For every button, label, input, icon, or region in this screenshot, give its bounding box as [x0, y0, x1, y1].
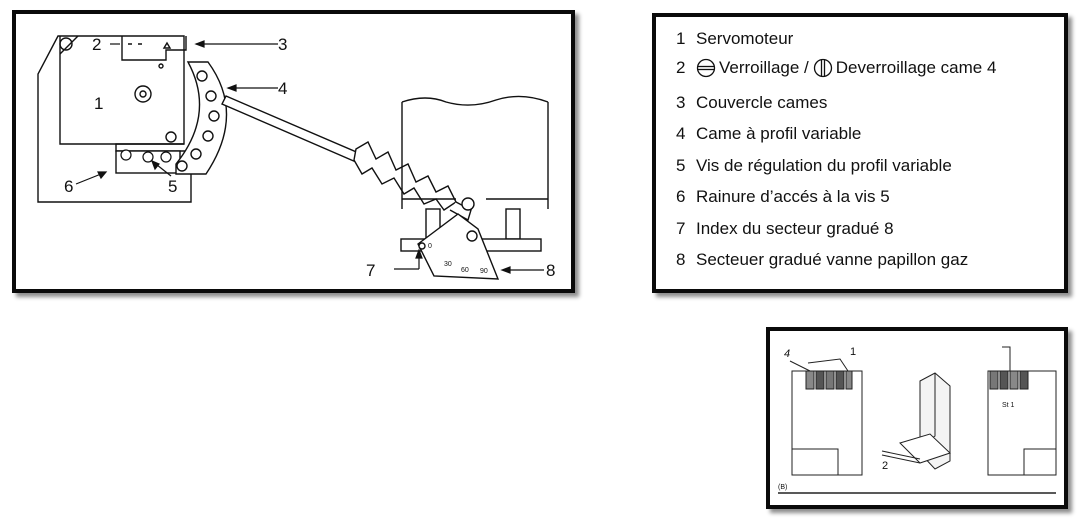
bracket: [881, 372, 951, 470]
scale-60-label: 60: [461, 267, 469, 274]
legend-item-3: 3 Couvercle cames: [676, 93, 827, 113]
label-8: 8: [546, 261, 555, 280]
legend-unlock-text: Deverroillage came 4: [835, 58, 997, 77]
label-4: 4: [278, 79, 287, 98]
legend-item-5: 5 Vis de régulation du profil variable: [676, 156, 952, 176]
label-2: 2: [92, 35, 101, 54]
leader-lines: [75, 40, 544, 274]
legend-item-1: 1 Servomoteur: [676, 29, 793, 49]
legend-lock-text: Verroillage /: [719, 58, 809, 77]
legend-panel: 1 Servomoteur 2 Verroillage / Deverroill…: [652, 13, 1068, 293]
graduated-sector: [417, 213, 500, 280]
legend-number: 3: [676, 93, 686, 112]
legend-item-2: 2 Verroillage / Deverroillage came 4: [676, 58, 996, 78]
actuator-diagram-panel: 0 30 60 90 1 2 3 4 5 6 7 8: [12, 10, 575, 293]
legend-text: Couvercle cames: [696, 93, 828, 112]
legend-text: Rainure d’accés à la vis 5: [696, 187, 890, 206]
cam-screw: [205, 90, 217, 102]
lock-circle-icon: [696, 58, 716, 78]
label-6: 6: [64, 177, 73, 196]
left-block: [789, 358, 863, 476]
legend-text: Index du secteur gradué 8: [696, 219, 894, 238]
legend-text: Secteuer gradué vanne papillon gaz: [696, 250, 969, 269]
cam-screw: [196, 70, 208, 82]
regulation-screws: [120, 149, 172, 163]
legend-item-4: 4 Came à profil variable: [676, 124, 861, 144]
legend-text: Servomoteur: [696, 29, 794, 48]
label-3: 3: [278, 35, 287, 54]
right-block: [987, 346, 1057, 476]
unlock-circle-icon: [813, 58, 833, 78]
inset-label-2: 2: [882, 460, 888, 472]
label-7: 7: [366, 261, 375, 280]
variable-cam: [175, 61, 228, 175]
scale-30-label: 30: [444, 261, 452, 268]
legend-number: 2: [676, 58, 686, 77]
label-5: 5: [168, 177, 177, 196]
cam-screw: [190, 148, 202, 160]
legend-text: Came à profil variable: [696, 124, 862, 143]
legend-item-7: 7 Index du secteur gradué 8: [676, 219, 894, 239]
actuator-diagram: 0 30 60 90 1 2 3 4 5 6 7 8: [37, 35, 555, 280]
legend-number: 1: [676, 29, 686, 48]
legend-item-6: 6 Rainure d’accés à la vis 5: [676, 187, 890, 207]
inset-label-4: 4: [784, 348, 790, 360]
label-1: 1: [94, 94, 103, 113]
cam-screw: [208, 110, 220, 122]
inset-b-diagram: 1 2 4 St 1 (B): [778, 346, 1057, 494]
cam-screw: [176, 160, 188, 172]
scale-0-label: 0: [428, 243, 432, 250]
scale-90-label: 90: [480, 268, 488, 275]
cam-screw: [202, 130, 214, 142]
legend-number: 8: [676, 250, 686, 269]
legend-number: 7: [676, 219, 686, 238]
linkage-rod: [221, 95, 475, 222]
inset-b-panel: 1 2 4 St 1 (B): [766, 327, 1068, 509]
legend-number: 4: [676, 124, 686, 143]
legend-number: 5: [676, 156, 686, 175]
inset-caption: (B): [778, 484, 787, 491]
legend-number: 6: [676, 187, 686, 206]
inset-label-1: 1: [850, 346, 856, 358]
inset-label-st: St 1: [1002, 402, 1015, 409]
legend-text: Vis de régulation du profil variable: [696, 156, 952, 175]
legend-item-8: 8 Secteuer gradué vanne papillon gaz: [676, 250, 968, 270]
